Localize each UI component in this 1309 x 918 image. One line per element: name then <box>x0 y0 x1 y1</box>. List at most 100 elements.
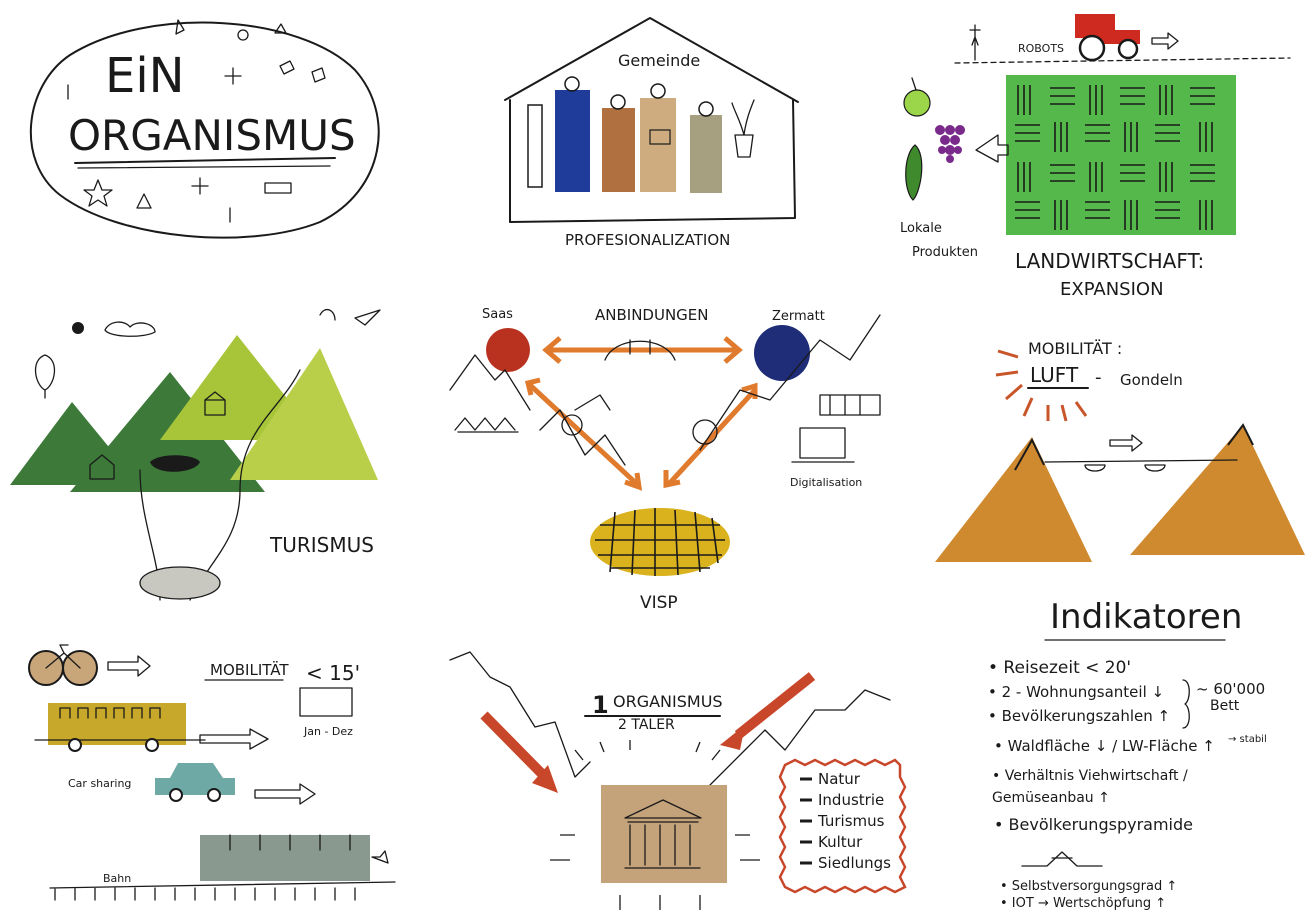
bus-icon <box>48 703 186 745</box>
arrow-zermatt-visp <box>666 388 757 487</box>
zermatt-node <box>754 325 810 381</box>
panel-tourismus: TURISMUS <box>10 308 381 601</box>
landwirtschaft-caption: LANDWIRTSCHAFT: <box>1015 249 1204 273</box>
mountains-right <box>699 314 881 451</box>
visp-label: VISP <box>640 593 678 613</box>
mountain-left <box>935 437 1092 562</box>
mobilitaet-title: MOBILITÄT : <box>1028 339 1122 358</box>
list-item-natur: Natur <box>818 770 861 788</box>
produkten-label: Produkten <box>912 245 978 260</box>
plant-icon <box>731 99 755 158</box>
panel-anbindungen: Saas ANBINDUNGEN Zermatt Digitalisation … <box>449 306 881 613</box>
figure-olive <box>690 115 722 193</box>
underline <box>74 157 336 164</box>
rolled-plan <box>527 104 543 188</box>
rect-shape <box>264 182 292 194</box>
field-hatching <box>1015 85 1215 230</box>
taler-label: 2 TALER <box>618 717 675 733</box>
arrow-car <box>254 783 316 805</box>
house-walls <box>509 99 796 223</box>
panel-mobilitaet: MOBILITÄT < 15' Jan - Dez Car sharing Ba… <box>28 644 396 901</box>
arrow-saas-visp <box>528 383 640 487</box>
horizon-line <box>954 57 1291 64</box>
panel-landwirtschaft: ROBOTS Lokale Produkten LANDWIRTSCHAFT: … <box>900 14 1291 300</box>
globe-icon-2 <box>692 419 718 445</box>
list-item-siedlungs: Siedlungs <box>818 854 891 872</box>
one-label: 1 <box>592 691 609 719</box>
figure-brown <box>602 108 635 192</box>
dash-label: - <box>1095 367 1102 388</box>
stabil-note: → stabil <box>1228 734 1267 745</box>
gondola-icon <box>1084 464 1166 472</box>
profesionalization-caption: PROFESIONALIZATION <box>565 231 730 249</box>
car-icon <box>155 763 235 795</box>
panel-mobilitaet-luft: MOBILITÄT : LUFT - Gondeln <box>935 339 1305 562</box>
panel-indikatoren: Indikatoren • Reisezeit < 20' • 2 - Wohn… <box>988 597 1267 911</box>
brace-note-1: ~ 60'000 <box>1196 680 1265 698</box>
person-icon <box>969 24 981 61</box>
gondola-cable <box>1044 459 1238 463</box>
grapes-icon <box>935 125 965 163</box>
sun-rays-icon <box>995 349 1088 422</box>
panel-one-organismus: 1 ORGANISMUS 2 TALER Natur Industrie Tur… <box>449 651 907 910</box>
underline-2 <box>77 165 331 169</box>
saas-node <box>486 328 530 372</box>
car-sharing-label: Car sharing <box>68 777 131 790</box>
indicator-iot: • IOT → Wertschöpfung ↑ <box>1000 896 1166 911</box>
saas-label: Saas <box>482 307 513 322</box>
list-item-kultur: Kultur <box>818 833 863 851</box>
list-item-turismus: Turismus <box>817 812 885 830</box>
bike-icon <box>45 644 81 669</box>
list-item-industrie: Industrie <box>818 791 884 809</box>
hut-icon <box>89 454 115 480</box>
ein-title: EiN <box>105 48 185 104</box>
buildings-icon <box>819 394 881 416</box>
expansion-caption: EXPANSION <box>1060 279 1164 300</box>
indicator-verhaeltnis: • Verhältnis Viehwirtschaft / <box>992 768 1188 784</box>
balloon-icon <box>34 354 56 399</box>
lake-icon <box>150 455 200 472</box>
globe-icon-1 <box>561 414 583 436</box>
square-shape <box>311 67 326 83</box>
town-hall-box <box>601 785 727 883</box>
train-icon <box>200 835 370 881</box>
star-shape <box>83 179 113 207</box>
cucumber-icon <box>905 144 923 201</box>
panel-gemeinde: Gemeinde PROFESIONALIZATION <box>504 17 799 249</box>
organismus-label: ORGANISMUS <box>613 692 723 711</box>
gemeinde-label: Gemeinde <box>618 51 700 70</box>
town-hall-icon <box>624 799 702 869</box>
digitalisation-label: Digitalisation <box>790 476 862 489</box>
house-roof <box>504 17 799 103</box>
tunnel-icon <box>604 339 676 361</box>
green-field <box>1006 75 1236 235</box>
arrow-left-in <box>480 711 552 784</box>
arrow-right-icon-2 <box>1109 434 1143 452</box>
lokale-label: Lokale <box>900 221 942 236</box>
apple-icon <box>903 89 931 117</box>
calendar-icon <box>299 687 353 717</box>
plus-shape-2 <box>191 177 209 195</box>
village-icon <box>454 417 519 433</box>
mountains-left <box>449 354 626 466</box>
indicator-reisezeit: • Reisezeit < 20' <box>988 658 1131 678</box>
valley-town <box>139 566 221 600</box>
mountain-4 <box>230 348 378 480</box>
arrow-left-icon <box>975 134 1009 163</box>
circle-shape <box>237 29 249 41</box>
blob-outline <box>29 21 380 239</box>
gondeln-label: Gondeln <box>1120 371 1183 389</box>
luft-label: LUFT <box>1030 363 1079 387</box>
triangle-shape <box>274 23 287 34</box>
visp-grid <box>595 508 725 576</box>
mobilitaet-label: MOBILITÄT <box>210 660 289 679</box>
arrow-train <box>371 850 389 864</box>
indicator-bevoelkerungszahlen: • Bevölkerungszahlen ↑ <box>988 707 1170 725</box>
laptop-icon <box>649 129 671 145</box>
figure-blue <box>555 90 590 192</box>
parallelogram-shape <box>279 60 295 75</box>
sun-icon <box>72 322 84 334</box>
turismus-caption: TURISMUS <box>269 533 374 557</box>
arrow-right-icon <box>1151 32 1179 50</box>
